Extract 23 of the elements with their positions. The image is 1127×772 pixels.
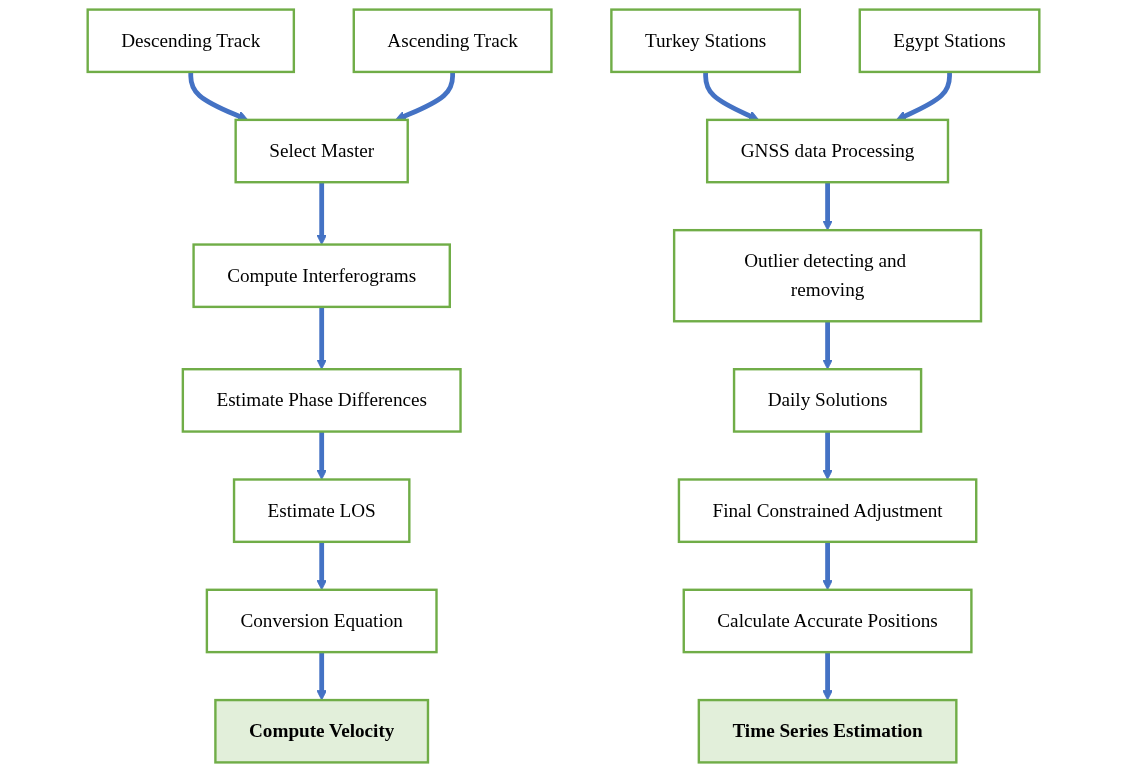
node-box: Calculate Accurate Positions: [682, 588, 973, 654]
node-box: GNSS data Processing: [705, 118, 950, 184]
arrow: [316, 431, 327, 480]
node-box: Ascending Track: [352, 8, 553, 74]
node-box: Select Master: [234, 118, 409, 184]
node-box: Compute Velocity: [214, 698, 430, 764]
arrow: [822, 182, 833, 231]
arrow: [822, 431, 833, 480]
node-box: Conversion Equation: [205, 588, 438, 654]
arrow: [822, 321, 833, 370]
arrow: [316, 652, 327, 701]
node-box: Estimate LOS: [232, 478, 411, 544]
node-box: Turkey Stations: [610, 8, 802, 74]
node-box: Daily Solutions: [732, 368, 923, 433]
node-box: Egypt Stations: [858, 8, 1041, 74]
node-box: Final Constrained Adjustment: [677, 478, 978, 544]
arrow: [822, 652, 833, 701]
node-box: Time Series Estimation: [697, 698, 958, 764]
node-box: Compute Interferograms: [192, 243, 451, 309]
node-box: Estimate Phase Differences: [181, 368, 462, 433]
arrow: [316, 306, 327, 370]
node-box: Descending Track: [86, 8, 296, 74]
node-box: Outlier detecting and removing: [672, 228, 983, 323]
